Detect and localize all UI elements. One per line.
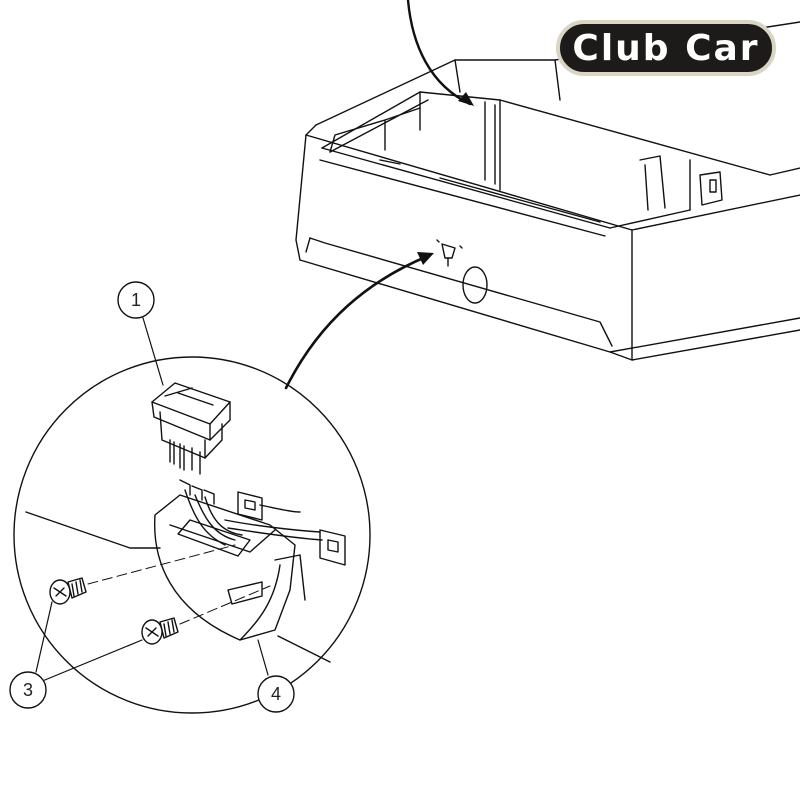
callout-3-circle — [9, 671, 47, 709]
club-car-logo: Club Car — [556, 20, 776, 76]
logo-text: Club Car — [572, 27, 760, 69]
console-box — [295, 21, 800, 361]
rocker-switch — [151, 382, 231, 475]
screw-upper — [49, 577, 87, 605]
callout-4-circle — [257, 675, 295, 713]
callout-4-label: 4 — [271, 684, 281, 704]
detail-circle — [13, 356, 371, 714]
callout-3-label: 3 — [23, 680, 33, 700]
switch-housing — [153, 479, 346, 641]
callout-1-circle — [117, 281, 155, 319]
callout-1-label: 1 — [131, 290, 141, 310]
screw-lower — [141, 617, 179, 645]
